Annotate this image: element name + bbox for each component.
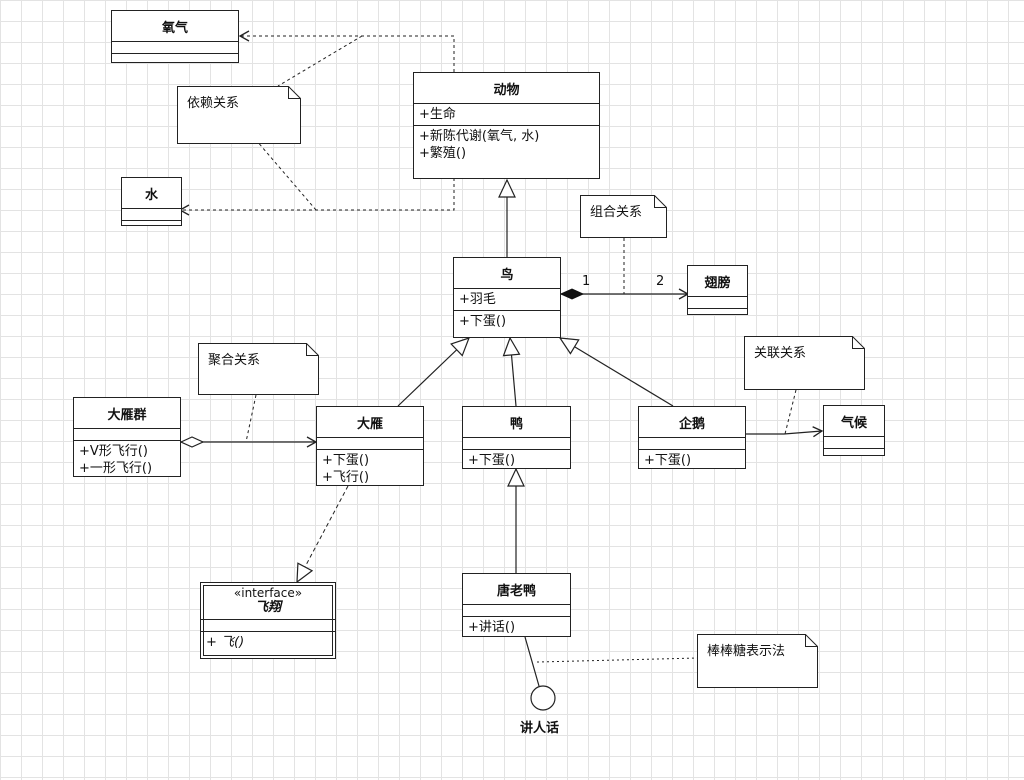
multiplicity-wing-end: 2: [656, 274, 665, 289]
note-aggregation[interactable]: 聚合关系: [198, 343, 319, 395]
operation: +飞行(): [322, 470, 370, 485]
class-duck[interactable]: 鸭 +下蛋(): [462, 406, 571, 469]
note-association[interactable]: 关联关系: [744, 336, 865, 390]
note-anchor-aggregation: [245, 394, 257, 443]
class-name: 唐老鸭: [463, 574, 570, 605]
attributes-section: [688, 297, 747, 309]
operations-section: +下蛋(): [639, 450, 745, 471]
note-text: 棒棒糖表示法: [707, 644, 786, 659]
class-name: 气候: [824, 406, 884, 437]
association-line: [746, 426, 824, 438]
class-name: 大雁群: [74, 398, 180, 429]
note-text: 组合关系: [590, 205, 643, 220]
operation: +下蛋(): [322, 453, 370, 468]
attributes-section: [463, 438, 570, 450]
class-name: 水: [122, 178, 181, 209]
operation: +一形飞行(): [79, 461, 153, 476]
note-shape: [697, 634, 818, 688]
note-shape: [580, 195, 667, 238]
attributes-section: [317, 438, 423, 450]
note-text: 依赖关系: [187, 96, 240, 111]
class-oxygen[interactable]: 氧气: [111, 10, 239, 63]
interface-fly[interactable]: «interface» 飞翔 + 飞(): [200, 582, 336, 659]
attribute: +羽毛: [459, 292, 496, 307]
operation: +讲话(): [468, 620, 516, 635]
class-name: 鸭: [463, 407, 570, 438]
note-text: 聚合关系: [208, 353, 261, 368]
dependency-line-water: [178, 178, 455, 216]
operations-section: [688, 309, 747, 320]
generalization-penguin-bird: [558, 337, 674, 407]
operation: +V形飞行(): [79, 444, 148, 459]
note-composition[interactable]: 组合关系: [580, 195, 667, 238]
dependency-line-oxygen: [238, 30, 455, 72]
operation: +下蛋(): [459, 314, 507, 329]
operations-section: [122, 221, 181, 232]
class-donald-duck[interactable]: 唐老鸭 +讲话(): [462, 573, 571, 637]
class-wing[interactable]: 翅膀: [687, 265, 748, 315]
class-goose[interactable]: 大雁 +下蛋() +飞行(): [316, 406, 424, 486]
operations-section: + 飞(): [201, 632, 335, 653]
lollipop-interface-label: 讲人话: [520, 721, 560, 736]
class-name: 翅膀: [688, 266, 747, 297]
note-anchor-association: [784, 389, 797, 435]
operation: +下蛋(): [468, 453, 516, 468]
operation: +新陈代谢(氧气, 水): [419, 129, 540, 144]
operations-section: +下蛋(): [454, 311, 560, 332]
class-bird[interactable]: 鸟 +羽毛 +下蛋(): [453, 257, 561, 338]
operations-section: [112, 54, 238, 65]
attributes-section: [201, 620, 335, 632]
note-anchor-lollipop: [536, 657, 698, 663]
operation: + 飞(): [206, 635, 245, 650]
operations-section: +讲话(): [463, 617, 570, 638]
note-shape: [198, 343, 319, 395]
attributes-section: [112, 42, 238, 54]
stereotype-label: «interface»: [233, 586, 303, 600]
class-penguin[interactable]: 企鹅 +下蛋(): [638, 406, 746, 469]
note-anchor-dependency-b: [255, 139, 317, 211]
operations-section: [824, 449, 884, 460]
note-lollipop[interactable]: 棒棒糖表示法: [697, 634, 818, 688]
class-name: 大雁: [317, 407, 423, 438]
operation: +繁殖(): [419, 146, 467, 161]
class-name: 鸟: [454, 258, 560, 289]
class-name: 氧气: [112, 11, 238, 42]
class-animal[interactable]: 动物 +生命 +新陈代谢(氧气, 水) +繁殖(): [413, 72, 600, 179]
class-water[interactable]: 水: [121, 177, 182, 226]
note-shape: [744, 336, 865, 390]
operations-section: +下蛋(): [463, 450, 570, 471]
lollipop-circle: [530, 685, 556, 711]
multiplicity-bird-end: 1: [582, 274, 591, 289]
attributes-section: +生命: [414, 104, 599, 126]
operations-section: +V形飞行() +一形飞行(): [74, 441, 180, 479]
attributes-section: [122, 209, 181, 221]
note-text: 关联关系: [754, 346, 807, 361]
note-anchor-dependency-a: [277, 35, 363, 87]
attributes-section: [639, 438, 745, 450]
class-name: 动物: [414, 73, 599, 104]
generalization-goose-bird: [397, 337, 471, 407]
attribute: +生命: [419, 107, 456, 122]
realization-goose-fly: [296, 485, 349, 584]
class-climate[interactable]: 气候: [823, 405, 885, 456]
operation: +下蛋(): [644, 453, 692, 468]
class-name: 企鹅: [639, 407, 745, 438]
class-goose-flock[interactable]: 大雁群 +V形飞行() +一形飞行(): [73, 397, 181, 477]
attributes-section: [824, 437, 884, 449]
attributes-section: [74, 429, 180, 441]
operations-section: +下蛋() +飞行(): [317, 450, 423, 488]
note-dependency[interactable]: 依赖关系: [177, 86, 301, 144]
note-shape: [177, 86, 301, 144]
attributes-section: [463, 605, 570, 617]
operations-section: +新陈代谢(氧气, 水) +繁殖(): [414, 126, 599, 164]
generalization-duck-bird: [502, 336, 521, 407]
lollipop-line: [524, 636, 540, 687]
class-name: 飞翔: [254, 600, 281, 615]
attributes-section: +羽毛: [454, 289, 560, 311]
interface-header: «interface» 飞翔: [201, 583, 335, 620]
